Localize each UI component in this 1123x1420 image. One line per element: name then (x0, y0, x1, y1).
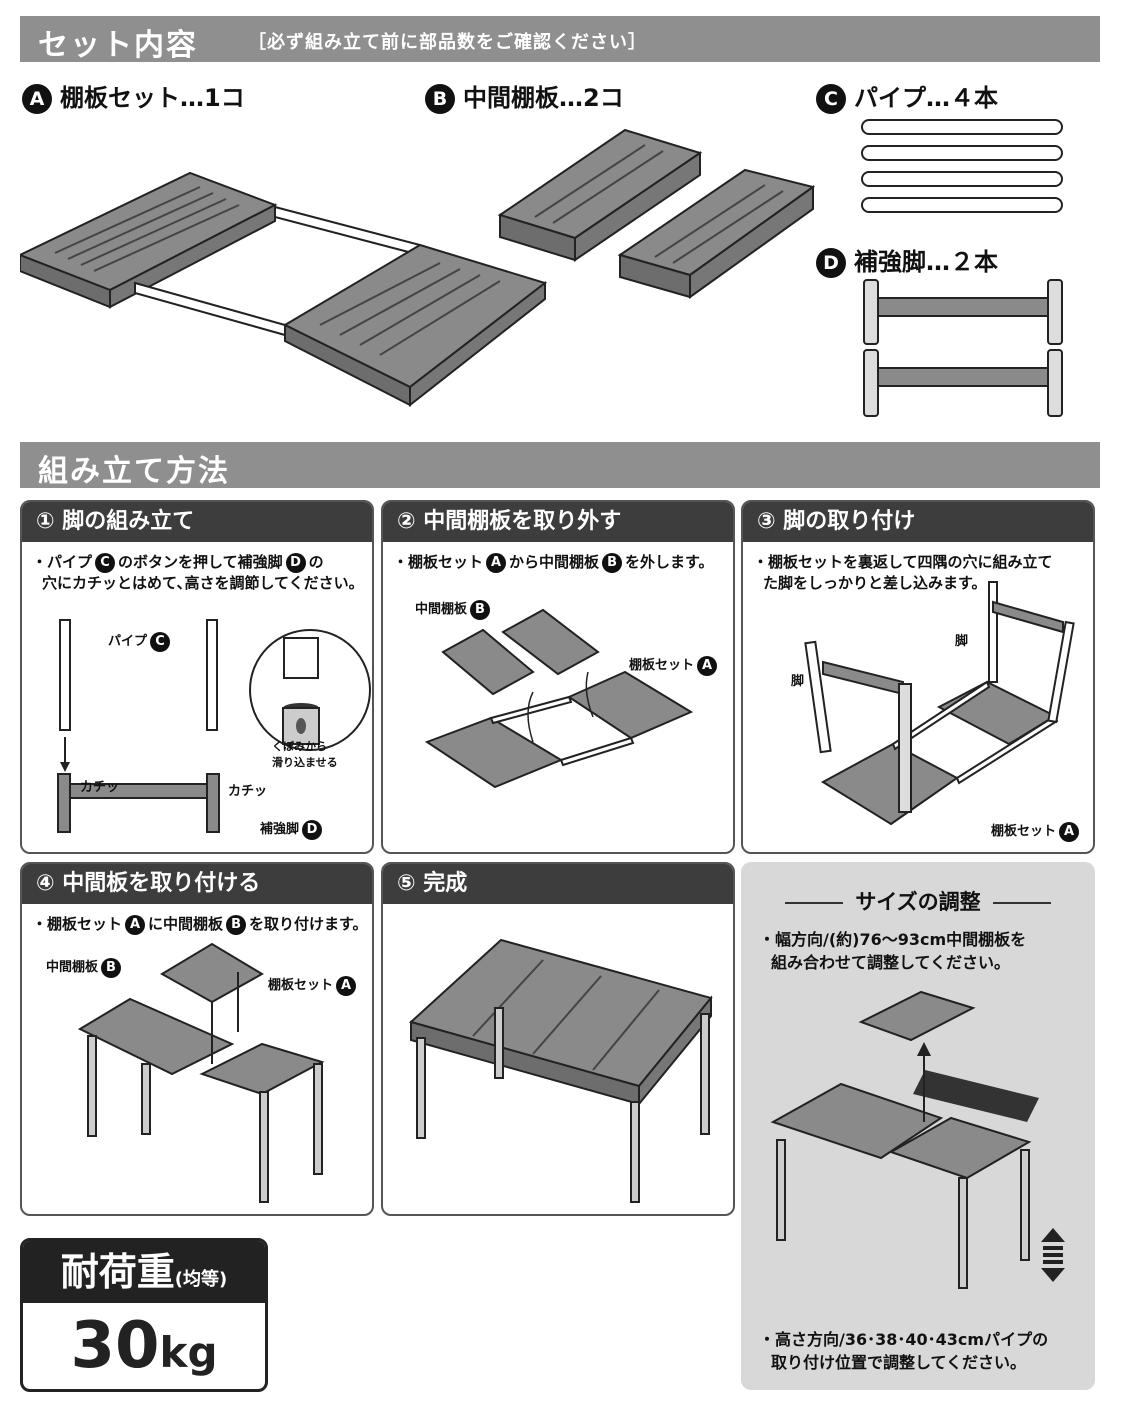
step-1-slide-callout: 滑り込ませる (272, 756, 338, 769)
shelf-set-illustration (20, 171, 548, 408)
set-contents-title: セット内容 (38, 28, 198, 63)
step-3-title: ③ 脚の取り付け (743, 502, 1093, 542)
set-contents-header: セット内容 ［必ず組み立て前に部品数をご確認ください］ (20, 16, 1100, 63)
badge-a-icon: A (22, 84, 52, 114)
load-capacity-label: 耐荷重(均等) (23, 1241, 265, 1303)
braces-illustration (863, 279, 1063, 417)
assembly-title: 組み立て方法 (38, 454, 230, 489)
step-2-illustration (424, 608, 694, 789)
load-capacity-box: 耐荷重(均等) 30kg (20, 1238, 268, 1392)
step-3-illustration (804, 581, 1075, 826)
step-1-click-callout-2: カチッ (228, 784, 268, 799)
step-3-leg-callout-1: 脚 (791, 674, 805, 689)
badge-c-icon: C (816, 84, 846, 114)
step-3-leg-callout-2: 脚 (955, 634, 969, 649)
height-adjust-text: ・高さ方向/36･38･40･43cmパイプの取り付け位置で調整してください。 (759, 1330, 1049, 1372)
step-3-description: ・棚板セットを裏返して四隅の穴に組み立てた脚をしっかりと差し込みます。 (753, 553, 1053, 592)
assembly-header: 組み立て方法 (20, 442, 1100, 489)
size-adjust-illustration (770, 990, 1065, 1289)
size-adjust-title: サイズの調整 (741, 886, 1095, 916)
badge-d-icon: D (816, 248, 846, 278)
step-4-illustration (77, 942, 325, 1203)
step-5-panel: ⑤ 完成 (381, 862, 735, 1216)
set-contents-note: ［必ず組み立て前に部品数をご確認ください］ (248, 32, 647, 53)
middle-shelf-illustration (497, 128, 815, 299)
step-3-panel: ③ 脚の取り付け ・棚板セットを裏返して四隅の穴に組み立てた脚をしっかりと差し込… (741, 500, 1095, 854)
step-4-title: ④ 中間板を取り付ける (22, 864, 372, 904)
step-2-title: ② 中間棚板を取り外す (383, 502, 733, 542)
step-1-illustration (57, 619, 371, 833)
load-capacity-value: 30kg (70, 1309, 218, 1383)
pipes-illustration (861, 119, 1063, 213)
width-adjust-text: ・幅方向/(約)76～93cm中間棚板を組み合わせて調整してください。 (759, 930, 1027, 972)
step-5-title: ⑤ 完成 (383, 864, 733, 904)
step-5-illustration (408, 938, 713, 1203)
step-1-title: ① 脚の組み立て (22, 502, 372, 542)
step-1-click-callout-1: カチッ (80, 780, 120, 795)
step-1-hollow-callout: くぼみから (272, 740, 327, 753)
size-adjust-panel: サイズの調整 ・幅方向/(約)76～93cm中間棚板を組み合わせて調整してくださ… (741, 862, 1095, 1390)
badge-b-icon: B (425, 84, 455, 114)
